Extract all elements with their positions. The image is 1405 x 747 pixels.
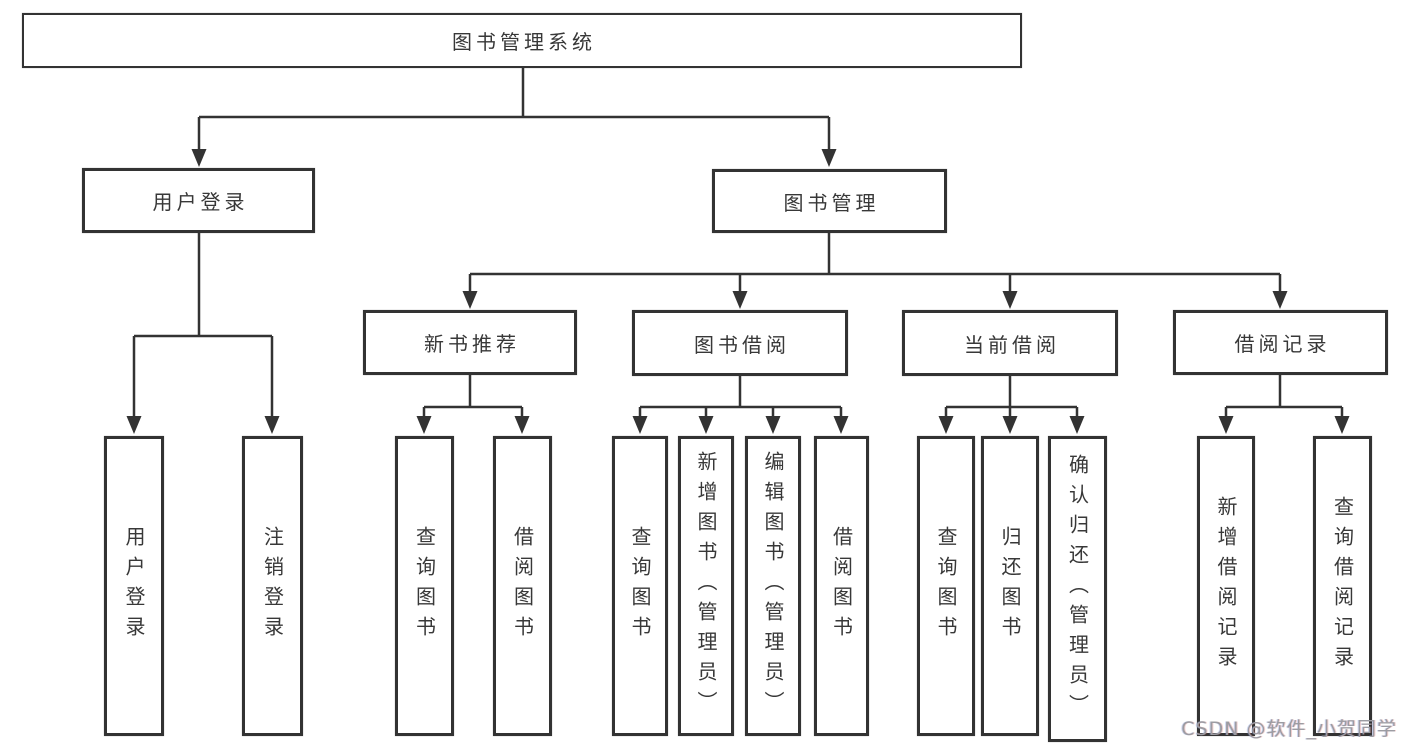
arrow-down-icon [765,416,781,434]
node-book-management: 图书管理 [712,169,947,233]
leaf-newbook-query-books: 查询图书 [395,436,454,736]
leaf-logout: 注销登录 [242,436,303,736]
connector-line [1224,375,1344,417]
leaf-label: 确认归还（管理员） [1065,454,1090,724]
arrow-down-icon [1218,416,1234,434]
leaf-current-return-books: 归还图书 [981,436,1039,736]
leaf-label: 查询图书 [412,526,437,646]
csdn-watermark: CSDN @软件_小贺同学 [1181,718,1397,740]
connector-records-to-leaves [1218,375,1350,434]
connector-line [197,68,831,151]
leaf-label: 归还图书 [998,526,1022,646]
leaf-borrow-borrow-books: 借阅图书 [814,436,869,736]
node-user-login: 用户登录 [82,168,315,233]
leaf-label: 查询图书 [934,526,958,646]
leaf-borrow-edit-books-admin: 编辑图书（管理员） [745,436,801,736]
connector-mgmt-to-level3 [462,233,1288,309]
arrow-down-icon [1002,416,1018,434]
connector-line [638,376,843,417]
leaf-records-add-record: 新增借阅记录 [1197,436,1255,736]
connector-line [422,375,524,417]
node-current-borrowing: 当前借阅 [902,310,1118,376]
leaf-current-confirm-return-admin: 确认归还（管理员） [1048,436,1107,742]
leaf-label: 查询借阅记录 [1330,496,1355,676]
arrow-down-icon [264,416,280,434]
arrow-down-icon [514,416,530,434]
arrow-down-icon [938,416,954,434]
arrow-down-icon [191,149,207,167]
leaf-records-query-record: 查询借阅记录 [1313,436,1372,736]
leaf-label: 新增借阅记录 [1214,496,1238,676]
arrow-down-icon [1069,416,1085,434]
connector-line [944,376,1079,417]
node-label: 图书管理系统 [452,30,596,54]
arrow-down-icon [1334,416,1350,434]
leaf-label: 注销登录 [260,526,285,646]
node-book-borrowing: 图书借阅 [632,310,848,376]
node-borrowing-records: 借阅记录 [1173,310,1388,375]
node-label: 新书推荐 [424,332,520,356]
leaf-label: 借阅图书 [829,526,854,646]
leaf-current-query-books: 查询图书 [917,436,975,736]
leaf-borrow-add-books-admin: 新增图书（管理员） [678,436,734,736]
connector-login-to-leaves [126,232,280,434]
leaf-newbook-borrow-books: 借阅图书 [493,436,552,736]
arrow-down-icon [821,149,837,167]
leaf-borrow-query-books: 查询图书 [612,436,668,736]
leaf-label: 编辑图书（管理员） [761,451,785,721]
leaf-label: 查询图书 [628,526,652,646]
leaf-label: 用户登录 [122,526,146,646]
leaf-label: 借阅图书 [510,526,535,646]
arrow-down-icon [732,291,748,309]
arrow-down-icon [126,416,142,434]
leaf-user-login: 用户登录 [104,436,164,736]
connector-current-to-leaves [938,376,1085,434]
arrow-down-icon [632,416,648,434]
node-label: 用户登录 [152,190,249,214]
connector-line [132,232,274,417]
connector-borrow-to-leaves [632,376,849,434]
node-label: 当前借阅 [964,332,1060,357]
node-label: 图书借阅 [694,332,790,357]
node-new-book-recommend: 新书推荐 [363,310,577,375]
arrow-down-icon [462,291,478,309]
connector-line [468,233,1282,292]
node-label: 借阅记录 [1234,332,1331,356]
arrow-down-icon [698,416,714,434]
node-root-system: 图书管理系统 [22,13,1022,68]
arrow-down-icon [833,416,849,434]
arrow-down-icon [416,416,432,434]
node-label: 图书管理 [783,190,880,215]
leaf-label: 新增图书（管理员） [694,451,718,721]
arrow-down-icon [1002,291,1018,309]
arrow-down-icon [1272,291,1288,309]
connector-newbook-to-leaves [416,375,530,434]
connector-root-to-level2 [191,68,837,167]
